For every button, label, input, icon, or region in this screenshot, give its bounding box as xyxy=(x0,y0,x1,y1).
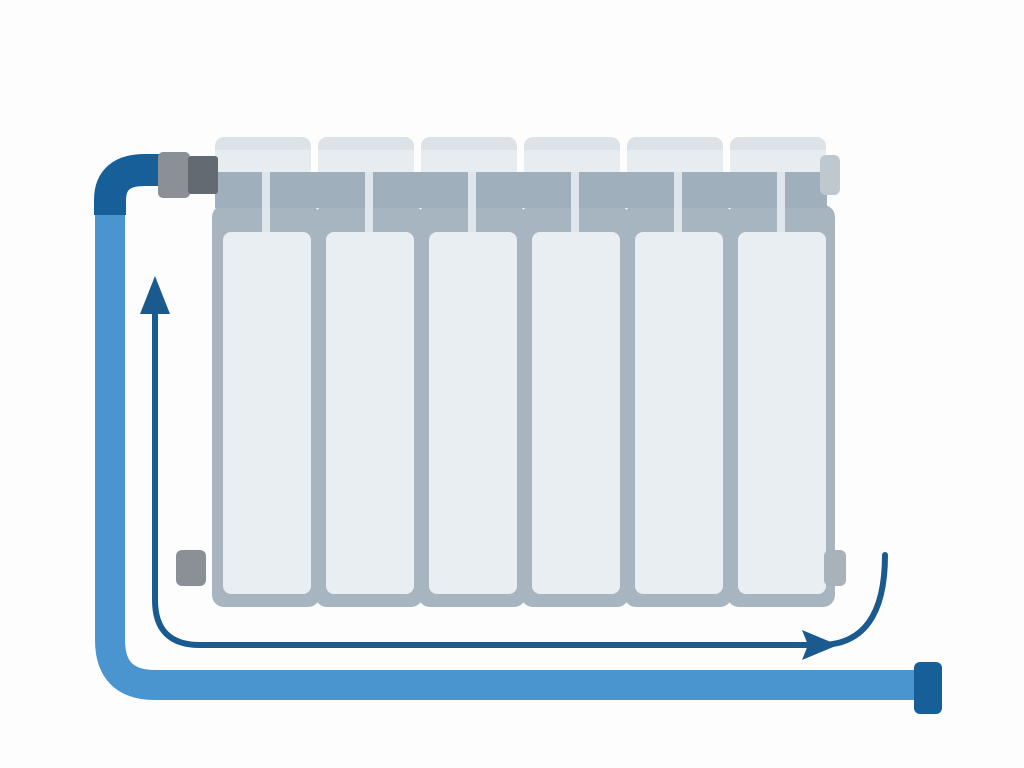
radiator-sections xyxy=(212,137,835,607)
supply-pipe xyxy=(95,215,925,700)
radiator-section xyxy=(727,137,835,607)
section-cap-face xyxy=(215,150,311,174)
pipe-end-cap xyxy=(914,662,942,714)
valve-nut xyxy=(158,152,190,198)
radiator-section xyxy=(212,137,320,607)
section-panel xyxy=(738,232,826,594)
section-cap-face xyxy=(524,150,620,174)
section-panel xyxy=(532,232,620,594)
radiator-section xyxy=(418,137,526,607)
section-cap-face xyxy=(627,150,723,174)
radiator-section xyxy=(521,137,629,607)
section-gap xyxy=(468,172,476,232)
right-top-plug xyxy=(820,155,840,195)
flow-arrow-right-head xyxy=(802,630,838,660)
section-cap-face xyxy=(318,150,414,174)
section-cap-face xyxy=(421,150,517,174)
valve-body xyxy=(188,156,218,194)
left-bottom-plug xyxy=(176,550,206,586)
section-cap-face xyxy=(730,150,826,174)
section-gap xyxy=(262,172,270,232)
section-gap xyxy=(571,172,579,232)
pipe-elbow xyxy=(94,154,162,215)
radiator-section xyxy=(624,137,732,607)
section-panel xyxy=(223,232,311,594)
section-panel xyxy=(429,232,517,594)
header-manifold xyxy=(215,172,827,208)
flow-arrow-up-head xyxy=(140,276,170,314)
section-panel xyxy=(326,232,414,594)
section-gap xyxy=(674,172,682,232)
section-gap xyxy=(365,172,373,232)
right-bottom-plug xyxy=(824,550,846,586)
section-gap xyxy=(777,172,785,232)
section-panel xyxy=(635,232,723,594)
